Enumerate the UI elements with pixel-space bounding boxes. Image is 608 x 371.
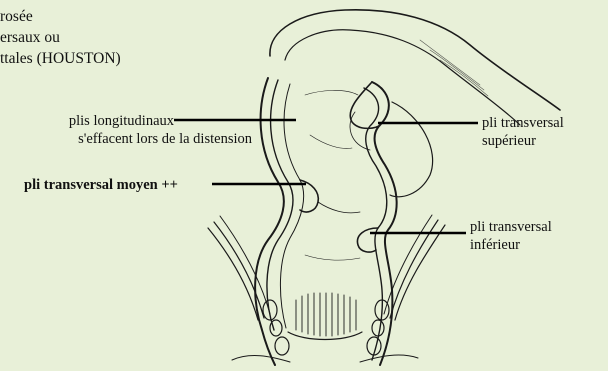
label-inferieur-line-1: pli transversal — [470, 218, 552, 236]
rectum-right-wall-outer — [372, 82, 397, 365]
label-longitudinaux-line-2: s'effacent lors de la distension — [46, 130, 252, 148]
sphincter-left-2 — [270, 320, 282, 336]
sphincter-right-2 — [372, 320, 384, 336]
cavity-shade-1 — [305, 90, 358, 95]
label-pli-transversal-superieur: pli transversal supérieur — [482, 114, 564, 150]
fold-middle-inner — [318, 202, 360, 213]
sphincter-left-3 — [275, 337, 289, 355]
levator-left-1 — [208, 228, 258, 320]
label-longitudinaux-line-1: plis longitudinaux — [46, 112, 252, 130]
cavity-shade-2 — [310, 135, 352, 148]
label-superieur-line-2: supérieur — [482, 132, 564, 150]
levator-left-3 — [220, 216, 270, 314]
skin-contour — [232, 355, 418, 362]
cavity-shade-3 — [305, 255, 360, 260]
sigmoid-inner — [285, 30, 520, 125]
label-superieur-line-1: pli transversal — [482, 114, 564, 132]
sigmoid-shade — [420, 40, 488, 96]
label-plis-longitudinaux: plis longitudinaux s'effacent lors de la… — [46, 112, 252, 148]
label-pli-transversal-moyen: pli transversal moyen ++ — [24, 176, 178, 194]
sigmoid-outer — [270, 10, 560, 110]
levator-right-2 — [390, 220, 438, 318]
label-inferieur-line-2: inférieur — [470, 236, 552, 254]
fold-superior — [350, 82, 380, 128]
label-pli-transversal-inferieur: pli transversal inférieur — [470, 218, 552, 254]
rectum-left-wall-mid — [267, 80, 293, 330]
anal-columns — [296, 293, 356, 336]
sigmoid-lower-curve — [390, 102, 433, 197]
anal-canal-rim — [288, 332, 362, 340]
levator-right-3 — [384, 215, 432, 314]
levator-right-1 — [395, 225, 445, 320]
